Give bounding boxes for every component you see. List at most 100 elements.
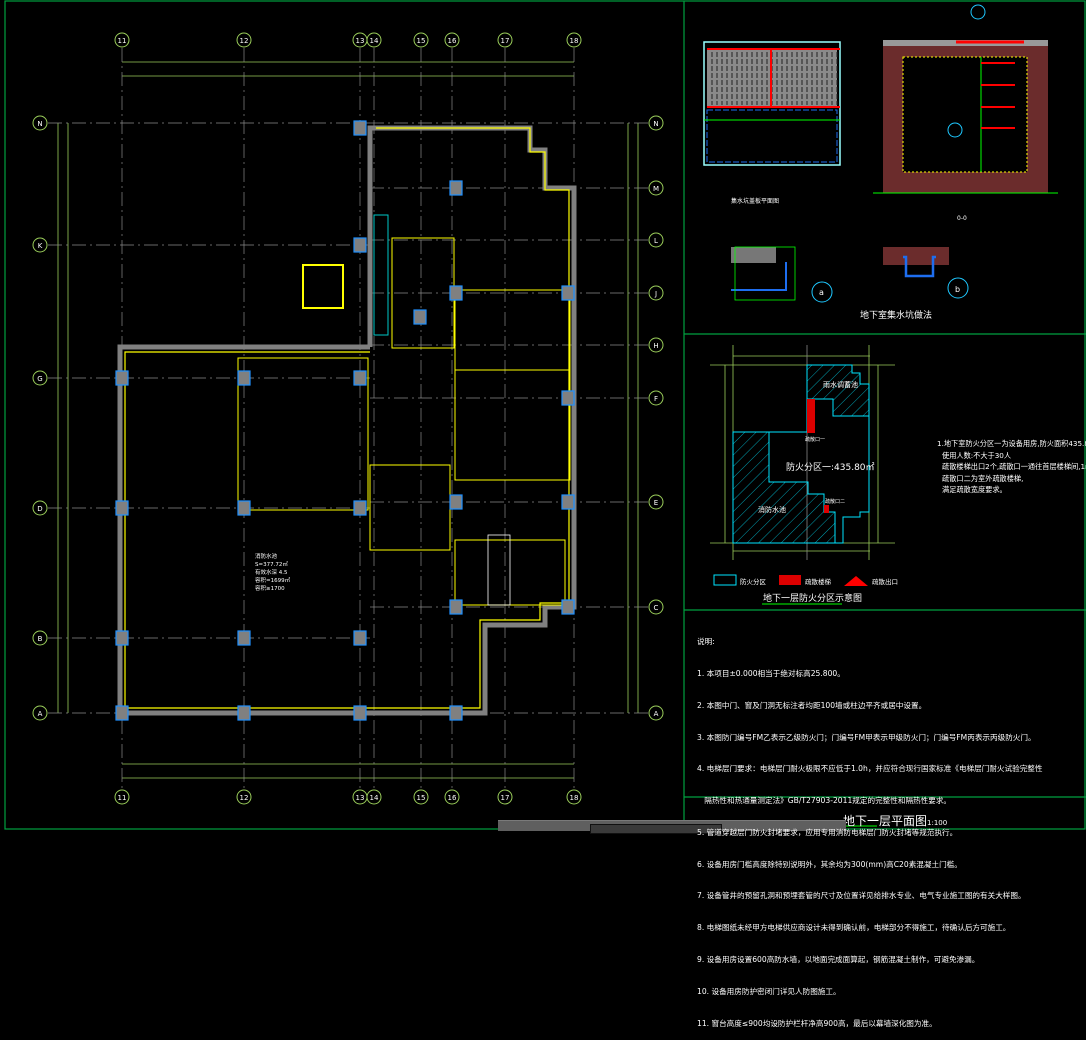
grid-bubble-bottom: 11 xyxy=(114,789,130,805)
svg-text:消防水池: 消防水池 xyxy=(255,552,278,560)
wall-outer-left xyxy=(117,125,577,716)
grid-bubble-top: 16 xyxy=(444,32,460,48)
structural-column xyxy=(353,500,367,516)
grid-bubble-top: 15 xyxy=(413,32,429,48)
structural-column xyxy=(115,705,129,721)
stair xyxy=(373,214,389,336)
grid-label: F xyxy=(654,395,658,403)
grid-bubble-left: A xyxy=(32,705,48,721)
structural-column xyxy=(561,599,575,615)
grid-lines xyxy=(48,48,648,790)
grid-bubble-top: 13 xyxy=(352,32,368,48)
grid-label: K xyxy=(38,242,43,250)
grid-label: E xyxy=(654,499,658,507)
structural-column xyxy=(353,705,367,721)
grid-label: 17 xyxy=(501,37,510,45)
notes-heading: 说明: xyxy=(697,637,715,647)
note-item: 隔热性和热通量测定法》GB/T27903-2011规定的完整性和隔热性要求。 xyxy=(697,796,952,806)
structural-column xyxy=(237,500,251,516)
grid-label: 12 xyxy=(240,794,249,802)
structural-column xyxy=(561,494,575,510)
grid-bubble-right: N xyxy=(648,115,664,131)
grid-label: 13 xyxy=(356,37,365,45)
grid-bubble-bottom: 14 xyxy=(366,789,382,805)
grid-bubble-top: 17 xyxy=(497,32,513,48)
drawing-title: 地下一层平面图1:100 xyxy=(843,812,947,829)
sump-detail-title: 地下室集水坑做法 xyxy=(860,309,932,321)
grid-label: 16 xyxy=(448,37,457,45)
note-item: 4. 电梯层门要求：电梯层门耐火极限不应低于1.0h，并应符合现行国家标准《电梯… xyxy=(697,764,1043,774)
fire-pool-label: 消防水池 xyxy=(758,505,786,514)
grid-bubble-left: D xyxy=(32,500,48,516)
note-item: 8. 电梯图纸未经甲方电梯供应商设计未得到确认前，电梯部分不得施工，待确认后方可… xyxy=(697,923,1011,933)
detail-a xyxy=(731,246,833,303)
structural-column xyxy=(449,599,463,615)
room-note: 消防水池 S=377.72㎡ 有效水深 4.5 容积=1699㎥ 容积≥1700 xyxy=(255,552,291,592)
grid-bubble-right: F xyxy=(648,390,664,406)
legend-stair-label: 疏散楼梯 xyxy=(805,577,832,586)
grid-bubble-right: M xyxy=(648,180,664,196)
grid-label: 14 xyxy=(370,794,379,802)
structural-column xyxy=(237,705,251,721)
detail-a-label: a xyxy=(819,288,824,297)
inner-room-4 xyxy=(369,464,451,551)
note-item: 1. 本项目±0.000相当于绝对标高25.800。 xyxy=(697,668,845,678)
grid-bubble-left: B xyxy=(32,630,48,646)
car-park-room xyxy=(487,534,511,606)
fire-zone-description: 1.地下室防火分区一为设备用房,防火面积435.80㎡ 使用人数:不大于30人 … xyxy=(937,438,1086,496)
cad-canvas[interactable]: 11111212131314141515161617171818NKGDBANM… xyxy=(0,0,1086,830)
structural-column xyxy=(561,390,575,406)
grid-bubble-bottom: 12 xyxy=(236,789,252,805)
grid-bubble-bottom: 17 xyxy=(497,789,513,805)
note-item: 11. 窗台高度≤900均设防护栏杆净高900高，最后以幕墙深化图为准。 xyxy=(697,1018,937,1028)
grid-bubble-left: G xyxy=(32,370,48,386)
structural-column xyxy=(449,180,463,196)
drawing-title-text: 地下一层平面图 xyxy=(843,814,928,828)
grid-bubble-top: 12 xyxy=(236,32,252,48)
svg-text:容积≥1700: 容积≥1700 xyxy=(255,584,285,592)
zone-fire-pool xyxy=(732,431,836,544)
legend-zone-swatch xyxy=(713,574,737,586)
wall-outline-yellow-2 xyxy=(376,127,570,600)
note-item: 7. 设备管井的预留孔洞和预埋套管的尺寸及位置详见给排水专业、电气专业施工图的有… xyxy=(697,891,1026,901)
sump-plan xyxy=(703,41,841,166)
structural-column xyxy=(561,285,575,301)
dimension-lines xyxy=(57,61,639,779)
grid-label: C xyxy=(654,604,659,612)
structural-column xyxy=(449,705,463,721)
grid-bubble-right: H xyxy=(648,337,664,353)
evac-stair-2 xyxy=(824,505,829,513)
grid-label: B xyxy=(38,635,43,643)
grid-label: 13 xyxy=(356,794,365,802)
zone-rain-pool xyxy=(806,364,870,417)
structural-column xyxy=(237,370,251,386)
grid-bubble-top: 11 xyxy=(114,32,130,48)
grid-label: N xyxy=(653,120,658,128)
note-item: 5. 管道穿越层门防火封堵要求，应用专用消防电梯层门防火封堵等规范执行。 xyxy=(697,827,958,837)
structural-column xyxy=(353,120,367,136)
grid-bubble-right: A xyxy=(648,705,664,721)
sump-section xyxy=(873,4,1058,194)
grid-label: A xyxy=(654,710,659,718)
grid-label: N xyxy=(37,120,42,128)
note-item: 6. 设备用房门槛高度除特别说明外，其余均为300(mm)高C20素混凝土门槛。 xyxy=(697,859,962,869)
grid-label: H xyxy=(653,342,658,350)
grid-bubble-bottom: 15 xyxy=(413,789,429,805)
structural-column xyxy=(449,285,463,301)
grid-bubble-bottom: 13 xyxy=(352,789,368,805)
exit-2-label: 疏散口二 xyxy=(825,498,845,505)
grid-bubble-top: 14 xyxy=(366,32,382,48)
rain-pool-label: 雨水调蓄池 xyxy=(823,380,858,389)
grid-bubble-right: L xyxy=(648,232,664,248)
grid-label: 18 xyxy=(570,37,579,45)
section-label: 0-0 xyxy=(957,215,967,222)
grid-label: J xyxy=(654,290,657,298)
inner-room-equipment xyxy=(454,289,571,371)
legend-exit-label: 疏散出口 xyxy=(872,577,898,586)
columns xyxy=(115,120,575,721)
inner-room-pool xyxy=(237,357,369,511)
grid-label: A xyxy=(38,710,43,718)
grid-label: 15 xyxy=(417,37,426,45)
inner-room-3 xyxy=(454,369,571,481)
legend-stair-swatch xyxy=(779,575,801,585)
